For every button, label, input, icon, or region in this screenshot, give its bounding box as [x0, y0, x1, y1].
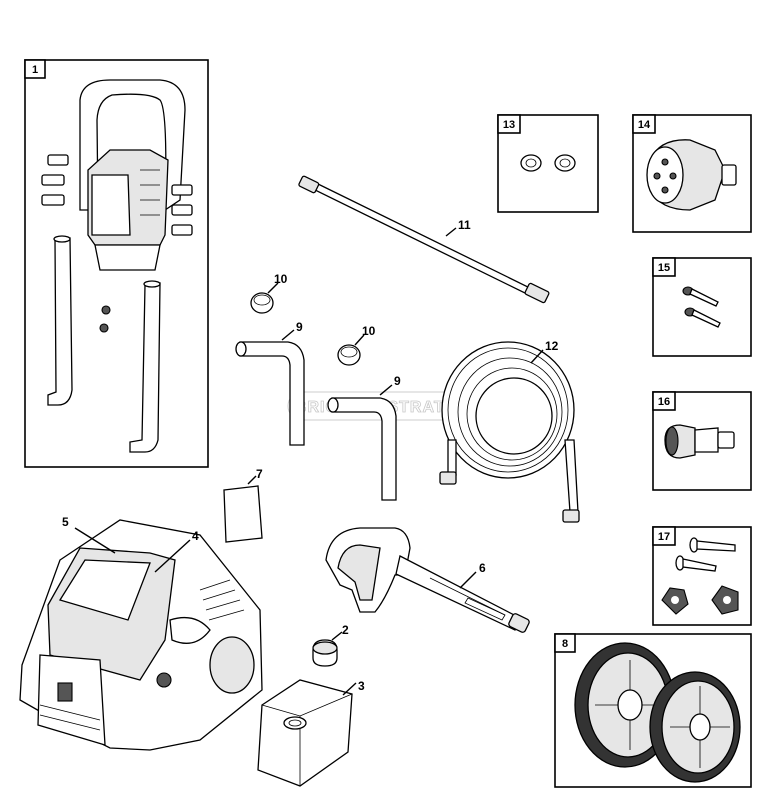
callout-14: 14 [638, 119, 651, 131]
callout-12: 12 [545, 339, 559, 353]
callout-11: 11 [458, 218, 471, 232]
callout-16: 16 [658, 396, 670, 408]
box-inlet-adapter: 16 [652, 391, 752, 491]
callout-17: 17 [658, 531, 670, 543]
callout-13: 13 [503, 119, 515, 131]
decal: 7 [223, 467, 263, 543]
box-screws: 15 [652, 257, 752, 357]
callout-8: 8 [562, 638, 568, 650]
box-hardware: 17 [652, 526, 752, 626]
box-o-rings: 13 [497, 114, 599, 213]
box-wheels: 8 [554, 633, 752, 788]
detergent-tank: 3 [257, 679, 365, 787]
handle-assembly-drawing [41, 79, 193, 453]
callout-10b: 10 [362, 324, 376, 338]
callout-10a: 10 [274, 272, 288, 286]
hose-holders: 9 9 [235, 320, 401, 501]
callout-5: 5 [62, 515, 69, 529]
main-unit: 5 4 [19, 515, 263, 751]
callout-3: 3 [358, 679, 365, 693]
hose-coil: 12 [439, 339, 580, 523]
cap: 2 [312, 623, 349, 667]
lance-wand: 11 [298, 175, 550, 304]
callout-6: 6 [479, 561, 486, 575]
callout-9a: 9 [296, 320, 303, 334]
box-nozzle: 14 [632, 114, 752, 233]
box-handle-assembly: 1 [24, 59, 209, 468]
callout-2: 2 [342, 623, 349, 637]
callout-7: 7 [256, 467, 263, 481]
callout-4: 4 [192, 529, 199, 543]
plug-caps: 10 10 [250, 272, 376, 366]
callout-9b: 9 [394, 374, 401, 388]
spray-gun: 6 [325, 527, 530, 633]
callout-1: 1 [32, 64, 38, 76]
callout-15: 15 [658, 262, 670, 274]
